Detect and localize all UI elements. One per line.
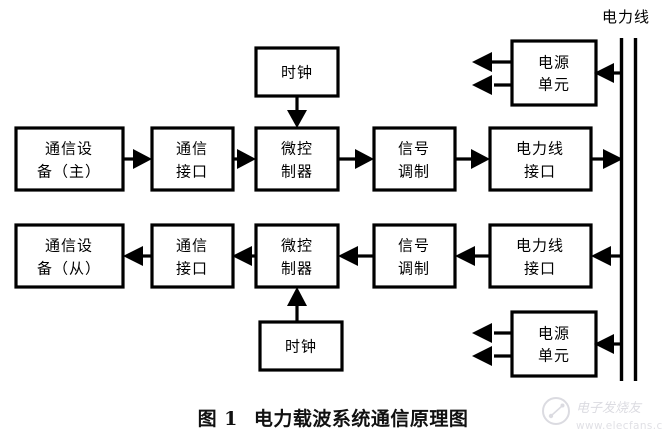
power-line-bus xyxy=(619,38,638,381)
slave-mcu-label-2: 制器 xyxy=(281,260,313,278)
arrow-slave-mcu-to-interface xyxy=(232,246,256,266)
block-master-mcu[interactable]: 微控 制器 xyxy=(254,126,340,192)
master-device-box[interactable] xyxy=(14,126,125,192)
arrow-slave-pl-interface-to-signal-mod xyxy=(455,246,490,266)
slave-pl-interface-box[interactable] xyxy=(488,223,593,289)
master-mcu-label-2: 制器 xyxy=(281,163,313,181)
arrow-master-power-out-2 xyxy=(472,75,512,95)
block-slave-clock[interactable]: 时钟 xyxy=(258,320,344,372)
slave-mcu-label-1: 微控 xyxy=(281,237,313,255)
master-device-label-2: 备（主） xyxy=(37,163,101,181)
slave-clock-box[interactable] xyxy=(258,320,344,372)
master-signal-mod-box[interactable] xyxy=(372,126,457,192)
master-clock-label: 时钟 xyxy=(281,64,313,82)
slave-device-label-1: 通信设 xyxy=(45,237,93,255)
arrow-master-clock-to-mcu xyxy=(287,96,307,128)
master-power-unit-label-2: 单元 xyxy=(538,76,570,94)
slave-mcu-box[interactable] xyxy=(254,223,340,289)
block-slave-signal-modulation[interactable]: 信号 调制 xyxy=(372,223,457,289)
figure-caption-number: 图 1 xyxy=(197,408,238,430)
arrow-slave-interface-to-device xyxy=(123,246,152,266)
slave-signal-mod-label-2: 调制 xyxy=(398,260,430,278)
master-pl-interface-label-1: 电力线 xyxy=(516,140,564,158)
block-master-powerline-interface[interactable]: 电力线 接口 xyxy=(488,126,593,192)
slave-clock-label: 时钟 xyxy=(285,338,317,356)
slave-signal-mod-label-1: 信号 xyxy=(398,237,430,255)
master-pl-interface-label-2: 接口 xyxy=(524,163,556,181)
block-master-device[interactable]: 通信设 备（主） xyxy=(14,126,125,192)
slave-comm-interface-box[interactable] xyxy=(150,223,235,289)
slave-signal-mod-box[interactable] xyxy=(372,223,457,289)
arrow-powerline-to-master-power-unit xyxy=(594,63,621,83)
master-comm-interface-label-1: 通信 xyxy=(176,140,208,158)
arrow-master-signal-mod-to-pl-interface xyxy=(455,149,490,169)
slave-comm-interface-label-1: 通信 xyxy=(176,237,208,255)
slave-device-label-2: 备（从） xyxy=(37,260,101,278)
arrow-master-power-out-1 xyxy=(472,52,512,72)
arrow-master-mcu-to-signal-mod xyxy=(338,149,374,169)
master-clock-box[interactable] xyxy=(254,46,340,98)
block-master-clock[interactable]: 时钟 xyxy=(254,46,340,98)
arrow-slave-signal-mod-to-mcu xyxy=(338,246,374,266)
block-slave-device[interactable]: 通信设 备（从） xyxy=(14,223,125,289)
slave-device-box[interactable] xyxy=(14,223,125,289)
master-comm-interface-box[interactable] xyxy=(150,126,235,192)
arrow-slave-clock-to-mcu xyxy=(287,287,307,322)
block-master-signal-modulation[interactable]: 信号 调制 xyxy=(372,126,457,192)
arrow-powerline-to-slave-power-unit xyxy=(594,334,621,354)
slave-power-unit-label-1: 电源 xyxy=(538,325,570,343)
slave-power-unit-box[interactable] xyxy=(510,310,598,378)
slave-pl-interface-label-1: 电力线 xyxy=(516,237,564,255)
master-comm-interface-label-2: 接口 xyxy=(176,163,208,181)
master-signal-mod-label-1: 信号 xyxy=(398,140,430,158)
figure-caption-text: 电力载波系统通信原理图 xyxy=(253,408,469,430)
block-slave-mcu[interactable]: 微控 制器 xyxy=(254,223,340,289)
block-master-power-unit[interactable]: 电源 单元 xyxy=(510,39,598,107)
master-signal-mod-label-2: 调制 xyxy=(398,163,430,181)
block-master-comm-interface[interactable]: 通信 接口 xyxy=(150,126,235,192)
slave-pl-interface-label-2: 接口 xyxy=(524,260,556,278)
master-power-unit-box[interactable] xyxy=(510,39,598,107)
master-power-unit-label-1: 电源 xyxy=(538,54,570,72)
slave-comm-interface-label-2: 接口 xyxy=(176,260,208,278)
arrow-slave-power-out-1 xyxy=(472,323,512,343)
master-device-label-1: 通信设 xyxy=(45,140,93,158)
arrow-master-device-to-interface xyxy=(123,149,152,169)
master-mcu-box[interactable] xyxy=(254,126,340,192)
arrow-master-pl-interface-to-powerline xyxy=(591,149,623,169)
master-pl-interface-box[interactable] xyxy=(488,126,593,192)
power-line-label: 电力线 xyxy=(602,8,650,26)
slave-power-unit-label-2: 单元 xyxy=(538,347,570,365)
block-slave-comm-interface[interactable]: 通信 接口 xyxy=(150,223,235,289)
arrow-master-interface-to-mcu xyxy=(233,149,256,169)
figure-caption: 图 1 电力载波系统通信原理图 xyxy=(0,404,666,431)
block-slave-powerline-interface[interactable]: 电力线 接口 xyxy=(488,223,593,289)
arrow-slave-power-out-2 xyxy=(472,346,512,366)
master-mcu-label-1: 微控 xyxy=(281,140,313,158)
arrow-powerline-to-slave-pl-interface xyxy=(591,246,621,266)
block-slave-power-unit[interactable]: 电源 单元 xyxy=(510,310,598,378)
